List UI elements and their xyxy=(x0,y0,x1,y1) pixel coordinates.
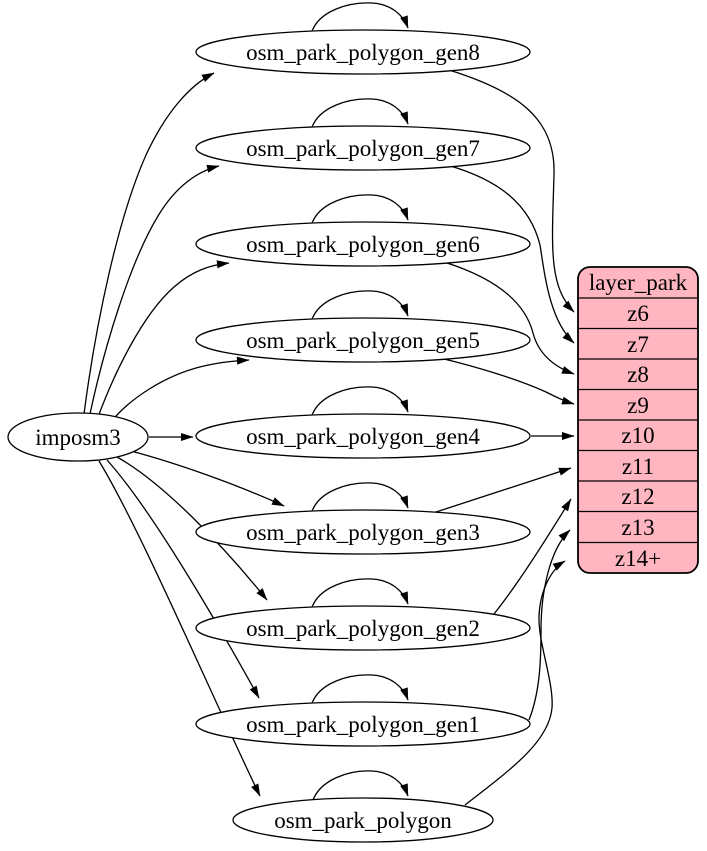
node-osm-park-polygon-gen3: osm_park_polygon_gen3 xyxy=(195,509,531,555)
self-loop-gen7 xyxy=(310,98,409,131)
self-loop-gen2 xyxy=(310,578,409,611)
node-ellipse xyxy=(232,797,494,843)
node-ellipse xyxy=(195,701,531,747)
table-title: layer_park xyxy=(589,270,688,295)
table-row-label-z10: z10 xyxy=(621,423,654,448)
edges-from-imposm3 xyxy=(83,72,285,797)
edge-gen7-to-z7 xyxy=(446,164,575,344)
edge-gen1-to-z13 xyxy=(528,529,571,721)
node-osm-park-polygon-gen6: osm_park_polygon_gen6 xyxy=(195,221,531,267)
node-ellipse xyxy=(195,221,531,267)
node-osm-park-polygon-gen4: osm_park_polygon_gen4 xyxy=(195,413,531,459)
node-osm-park-polygon-gen7: osm_park_polygon_gen7 xyxy=(195,125,531,171)
node-label: osm_park_polygon_gen4 xyxy=(246,424,480,449)
self-loops xyxy=(310,2,409,804)
node-imposm3: imposm3 xyxy=(7,412,149,462)
self-loop-gen8 xyxy=(310,2,409,35)
node-osm-park-polygon-gen8: osm_park_polygon_gen8 xyxy=(195,29,531,75)
edge-gen8-to-z6 xyxy=(448,69,575,313)
table-row-label-z13: z13 xyxy=(621,515,654,540)
node-osm-park-polygon-gen2: osm_park_polygon_gen2 xyxy=(195,605,531,651)
node-ellipse xyxy=(7,412,149,462)
edge-gen3-to-z11 xyxy=(432,467,572,514)
table-row-label-z11: z11 xyxy=(622,454,654,479)
table-row-label-z9: z9 xyxy=(627,393,649,418)
self-loop-gen6 xyxy=(310,194,409,227)
node-label: osm_park_polygon_gen2 xyxy=(246,616,480,641)
node-ellipse xyxy=(195,509,531,555)
node-osm-park-polygon: osm_park_polygon xyxy=(232,797,494,843)
edge-imposm3-to-polygon xyxy=(98,460,261,797)
edge-imposm3-to-gen1 xyxy=(106,459,260,699)
edges-to-layer-park xyxy=(432,69,575,806)
node-ellipse xyxy=(195,605,531,651)
node-osm-park-polygon-gen5: osm_park_polygon_gen5 xyxy=(195,317,531,363)
node-label: osm_park_polygon_gen5 xyxy=(246,328,480,353)
edge-imposm3-to-gen7 xyxy=(89,164,220,415)
node-label: osm_park_polygon_gen6 xyxy=(246,232,480,257)
edge-gen5-to-z9 xyxy=(439,357,575,405)
table-row-label-z12: z12 xyxy=(621,484,654,509)
table-row-label-z7: z7 xyxy=(627,332,649,357)
self-loop-gen1 xyxy=(310,674,409,707)
node-label: osm_park_polygon_gen3 xyxy=(246,520,480,545)
node-ellipse xyxy=(195,317,531,363)
edge-gen6-to-z8 xyxy=(443,261,575,375)
node-label: imposm3 xyxy=(35,425,121,450)
table-row-label-z8: z8 xyxy=(627,362,649,387)
node-ellipse xyxy=(195,413,531,459)
edge-imposm3-to-gen6 xyxy=(97,260,230,418)
edge-polygon-to-z14 xyxy=(464,560,566,806)
self-loop-gen3 xyxy=(310,482,409,515)
node-label: osm_park_polygon_gen8 xyxy=(246,40,480,65)
node-label: osm_park_polygon_gen7 xyxy=(246,136,480,161)
table-row-label-z6: z6 xyxy=(627,301,649,326)
node-label: osm_park_polygon_gen1 xyxy=(246,712,480,737)
edge-imposm3-to-gen5 xyxy=(109,356,250,424)
edge-imposm3-to-gen3 xyxy=(130,450,285,507)
node-osm-park-polygon-gen1: osm_park_polygon_gen1 xyxy=(195,701,531,747)
self-loop-gen4 xyxy=(310,386,409,419)
node-layer-park: layer_park z6 z7 z8 z9 z10 z11 z12 z13 z… xyxy=(577,266,699,574)
table-row-label-z14: z14+ xyxy=(615,546,661,571)
edge-imposm3-to-gen8 xyxy=(83,72,215,415)
edge-gen2-to-z12 xyxy=(493,498,572,615)
node-ellipse xyxy=(195,125,531,171)
edge-imposm3-to-gen2 xyxy=(116,456,268,601)
self-loop-gen5 xyxy=(310,290,409,323)
self-loop-polygon xyxy=(311,770,409,804)
node-label: osm_park_polygon xyxy=(274,808,452,833)
node-ellipse xyxy=(195,29,531,75)
